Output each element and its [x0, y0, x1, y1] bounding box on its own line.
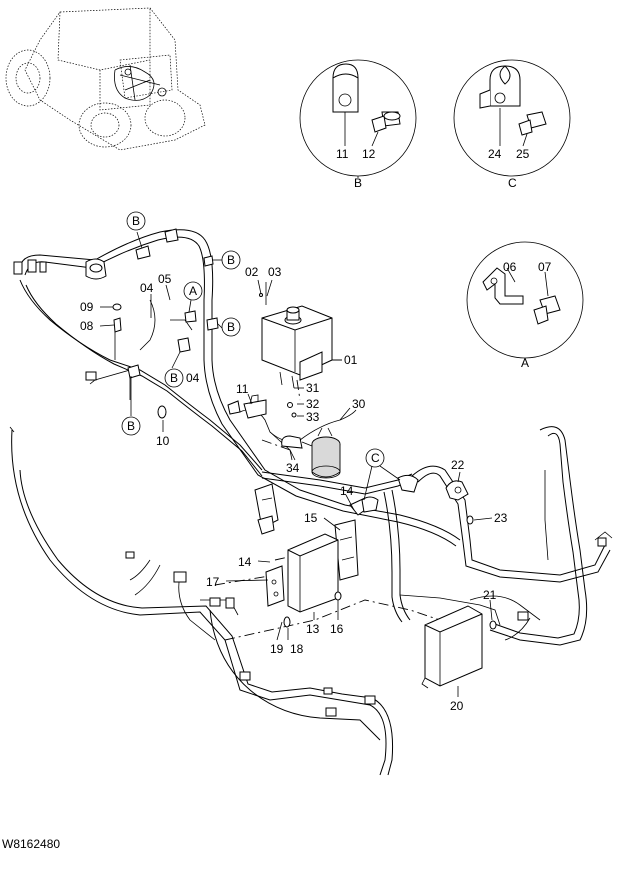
machine-overview-thumbnail	[5, 7, 206, 151]
callout-34: 34	[286, 461, 300, 475]
callout-14-lower: 14	[238, 555, 252, 569]
callout-05: 05	[158, 272, 172, 286]
sensor-05	[85, 258, 107, 280]
callout-numbers: 01 02 03 05 04 04 09 08 10 11 31 32 33 3…	[80, 265, 508, 713]
detail-label-c: C	[508, 176, 517, 190]
callout-08: 08	[80, 319, 94, 333]
bubble-b-4: B	[170, 371, 178, 385]
clamp-22	[445, 480, 469, 501]
callout-01: 01	[344, 353, 358, 367]
callout-32: 32	[306, 397, 320, 411]
detail-view-a: 06 07 A	[466, 241, 584, 370]
mount-bracket-left	[254, 483, 279, 535]
callout-17: 17	[206, 575, 220, 589]
left-connectors	[13, 259, 97, 381]
callout-06: 06	[503, 260, 517, 274]
callout-13: 13	[306, 622, 320, 636]
callout-10: 10	[156, 434, 170, 448]
control-box-13	[287, 533, 339, 613]
bubble-b-5: B	[127, 419, 135, 433]
callout-04-lower: 04	[186, 371, 200, 385]
detail-view-c: 24 25 C	[453, 59, 571, 190]
bubble-b-2: B	[227, 253, 235, 267]
callout-03: 03	[268, 265, 282, 279]
callout-leaders	[99, 231, 493, 697]
callout-15: 15	[304, 511, 318, 525]
drawing-code: W8162480	[2, 837, 60, 851]
relay-assembly-30-34	[281, 427, 341, 479]
callout-04-upper: 04	[140, 281, 154, 295]
small-hardware	[112, 228, 607, 717]
callout-21: 21	[483, 588, 497, 602]
detail-label-a: A	[521, 356, 529, 370]
callout-24: 24	[488, 147, 502, 161]
detail-label-b: B	[354, 176, 362, 190]
reference-bubbles: B B B B B A C	[121, 211, 385, 468]
bubble-c-1: C	[371, 451, 380, 465]
callout-30: 30	[352, 397, 366, 411]
bubble-b-3: B	[227, 320, 235, 334]
callout-31: 31	[306, 381, 320, 395]
callout-12: 12	[362, 147, 376, 161]
callout-22: 22	[451, 458, 465, 472]
ecu-20	[421, 605, 483, 689]
bracket-17	[265, 565, 285, 607]
callout-11-main: 11	[236, 382, 249, 396]
callout-14-upper: 14	[340, 484, 354, 498]
callout-25: 25	[516, 147, 530, 161]
bubble-a-1: A	[189, 284, 197, 298]
reservoir-tank-01	[261, 305, 342, 389]
detail-view-b: 11 12 B	[299, 59, 417, 190]
callout-09: 09	[80, 300, 94, 314]
callout-33: 33	[306, 410, 320, 424]
callout-18: 18	[290, 642, 304, 656]
callout-19: 19	[270, 642, 284, 656]
callout-23: 23	[494, 511, 508, 525]
callout-20: 20	[450, 699, 464, 713]
callout-11: 11	[336, 147, 349, 161]
callout-16: 16	[330, 622, 344, 636]
callout-02: 02	[245, 265, 259, 279]
callout-07: 07	[538, 260, 552, 274]
bubble-b-1: B	[132, 214, 140, 228]
